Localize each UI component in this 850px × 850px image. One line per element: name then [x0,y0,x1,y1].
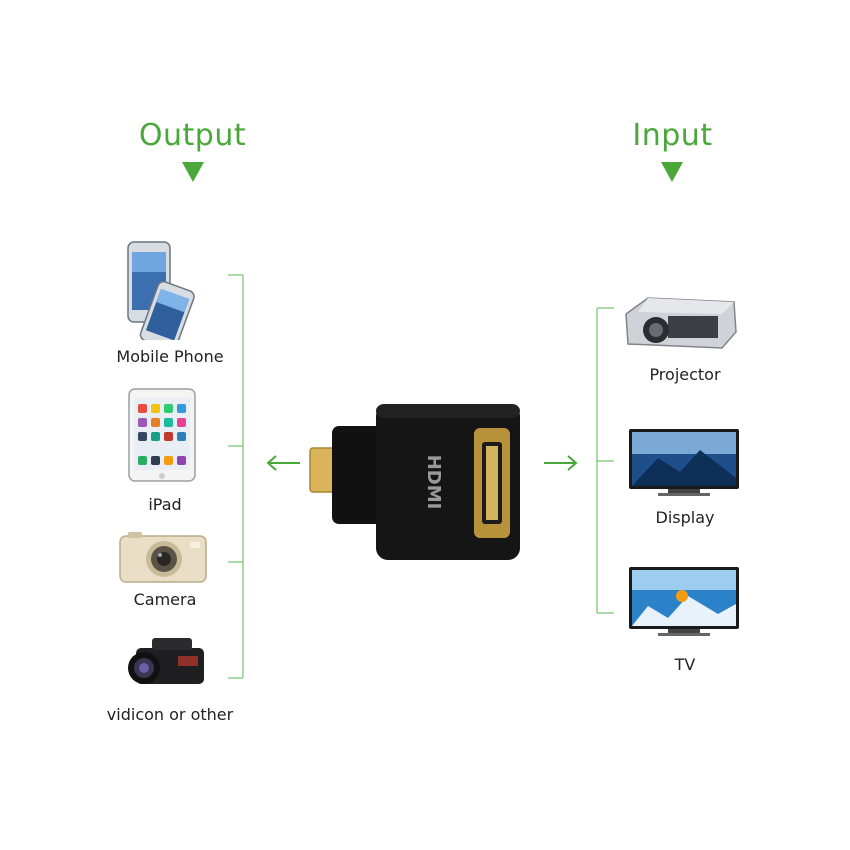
device-label-mobile-phone: Mobile Phone [116,347,224,366]
projector-icon [625,297,737,349]
hdmi-adapter-icon: HDMI [309,404,520,560]
device-label-tv: TV [674,655,696,674]
device-label-vidicon: vidicon or other [106,705,234,724]
device-label-display: Display [655,508,715,527]
tv-icon [629,567,739,636]
device-label-projector: Projector [649,365,721,384]
device-label-ipad: iPad [148,495,182,514]
mobile-phone-icon [127,241,195,340]
output-down-arrow-icon [182,162,204,182]
right-arrow-icon [544,455,578,471]
output-heading: Output [138,118,247,153]
left-arrow-icon [266,455,300,471]
input-down-arrow-icon [661,162,683,182]
input-heading: Input [632,118,713,153]
camera-icon [119,532,207,583]
ipad-icon [128,388,196,482]
device-label-camera: Camera [133,590,197,609]
hdmi-logo: HDMI [423,455,444,510]
camcorder-icon [128,638,204,684]
monitor-icon [629,429,739,496]
